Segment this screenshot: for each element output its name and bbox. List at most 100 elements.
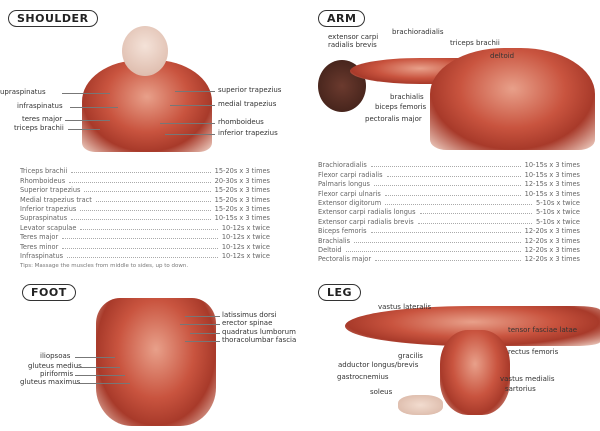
muscle-label: gluteus maximus bbox=[20, 378, 81, 386]
dotted-leader bbox=[80, 228, 218, 230]
muscle-name: Biceps femoris bbox=[318, 227, 367, 236]
muscle-label: rectus femoris bbox=[508, 348, 559, 356]
muscle-label: gluteus medius bbox=[28, 362, 82, 370]
table-row: Teres minor 10-12s x twice bbox=[20, 241, 270, 251]
muscle-label: medial trapezius bbox=[218, 100, 277, 108]
table-row: Flexor carpi ulnaris 10-15s x 3 times bbox=[318, 188, 580, 198]
muscle-name: Brachioradialis bbox=[318, 161, 367, 170]
tip-text: Tips: Massage the muscles from middle to… bbox=[20, 262, 189, 269]
muscle-label: superior trapezius bbox=[218, 86, 282, 94]
muscle-label: adductor longus/brevis bbox=[338, 361, 419, 369]
table-row: Brachioradialis 10-15s x 3 times bbox=[318, 160, 580, 169]
muscle-label: latissimus dorsi bbox=[222, 311, 277, 319]
muscle-name: Extensor digitorum bbox=[318, 198, 382, 207]
dotted-leader bbox=[386, 175, 521, 177]
head-image bbox=[122, 26, 168, 76]
dotted-leader bbox=[417, 222, 532, 224]
muscle-label: tensor fasciae latae bbox=[508, 326, 578, 334]
duration: 15-20s x 3 times bbox=[214, 167, 270, 176]
table-row: Biceps femoris 12-20s x 3 times bbox=[318, 226, 580, 235]
leader-line bbox=[65, 120, 110, 121]
duration: 20-30s x 3 times bbox=[214, 176, 270, 185]
muscle-name: Teres minor bbox=[20, 242, 59, 251]
muscle-label: upraspinatus bbox=[0, 88, 46, 96]
dotted-leader bbox=[384, 194, 521, 196]
leader-line bbox=[75, 357, 115, 358]
muscle-label: vastus lateralis bbox=[378, 303, 432, 311]
muscle-label: teres major bbox=[22, 115, 63, 123]
dotted-leader bbox=[370, 232, 521, 234]
duration: 15-20s x 3 times bbox=[214, 186, 270, 195]
table-row: Deltoid 12-20s x 3 times bbox=[318, 245, 580, 254]
muscle-label: erector spinae bbox=[222, 319, 273, 327]
dotted-leader bbox=[71, 172, 211, 174]
muscle-label: rhomboideus bbox=[218, 118, 264, 126]
duration: 10-15s x 3 times bbox=[524, 161, 580, 170]
arm-title: ARM bbox=[318, 10, 366, 27]
leader-line bbox=[185, 341, 220, 342]
muscle-name: Extensor carpi radialis brevis bbox=[318, 217, 414, 226]
muscle-label: deltoid bbox=[490, 52, 515, 60]
muscle-label: infraspinatus bbox=[17, 102, 63, 110]
muscle-label: thoracolumbar fascia bbox=[222, 336, 297, 344]
dotted-leader bbox=[84, 191, 211, 193]
dotted-leader bbox=[375, 260, 521, 262]
muscle-label: iliopsoas bbox=[40, 352, 71, 360]
muscle-label: gastrocnemius bbox=[337, 373, 389, 381]
muscle-label: piriformis bbox=[40, 370, 74, 378]
muscle-label: inferior trapezius bbox=[218, 129, 278, 137]
dotted-leader bbox=[69, 181, 211, 183]
muscle-label: extensor carpi radialis brevis bbox=[328, 33, 379, 49]
muscle-label: gracilis bbox=[398, 352, 423, 360]
dotted-leader bbox=[80, 209, 211, 211]
leader-line bbox=[75, 375, 125, 376]
duration: 10-15s x 3 times bbox=[524, 189, 580, 198]
dotted-leader bbox=[62, 238, 218, 240]
muscle-name: Palmaris longus bbox=[318, 180, 370, 189]
muscle-label: biceps femoris bbox=[375, 103, 427, 111]
dotted-leader bbox=[95, 200, 211, 202]
dotted-leader bbox=[67, 256, 218, 258]
table-row: Extensor carpi radialis longus 5-10s x tw… bbox=[318, 207, 580, 216]
shoulder-title: SHOULDER bbox=[8, 10, 98, 27]
muscle-label: vastus medialis bbox=[500, 375, 555, 383]
leader-line bbox=[75, 367, 120, 368]
dotted-leader bbox=[419, 213, 532, 215]
duration: 15-20s x 3 times bbox=[214, 204, 270, 213]
leg-title: LEG bbox=[318, 284, 362, 301]
foot-image bbox=[398, 395, 443, 415]
muscle-name: Flexor carpi radialis bbox=[318, 170, 383, 179]
duration: 5-10s x twice bbox=[536, 208, 580, 217]
leader-line bbox=[185, 316, 220, 317]
muscle-name: Medial trapezius tract bbox=[20, 195, 92, 204]
muscle-label: triceps brachii bbox=[450, 39, 500, 47]
duration: 10-15s x 3 times bbox=[214, 214, 270, 223]
duration: 12-20s x 3 times bbox=[524, 245, 580, 254]
foot-title: FOOT bbox=[22, 284, 76, 301]
muscle-label: soleus bbox=[370, 388, 393, 396]
muscle-name: Extensor carpi radialis longus bbox=[318, 208, 416, 217]
dotted-leader bbox=[71, 219, 211, 221]
duration: 10-12s x twice bbox=[221, 233, 270, 242]
muscle-name: Flexor carpi ulnaris bbox=[318, 189, 381, 198]
leader-line bbox=[165, 134, 215, 135]
leader-line bbox=[75, 383, 130, 384]
muscle-label: triceps brachii bbox=[14, 124, 64, 132]
duration: 12-20s x 3 times bbox=[524, 227, 580, 236]
muscle-label: brachialis bbox=[390, 93, 424, 101]
muscle-name: Deltoid bbox=[318, 245, 342, 254]
duration: 10-12s x twice bbox=[221, 251, 270, 260]
duration: 10-12s x twice bbox=[221, 242, 270, 251]
muscle-label: pectoralis major bbox=[365, 115, 422, 123]
